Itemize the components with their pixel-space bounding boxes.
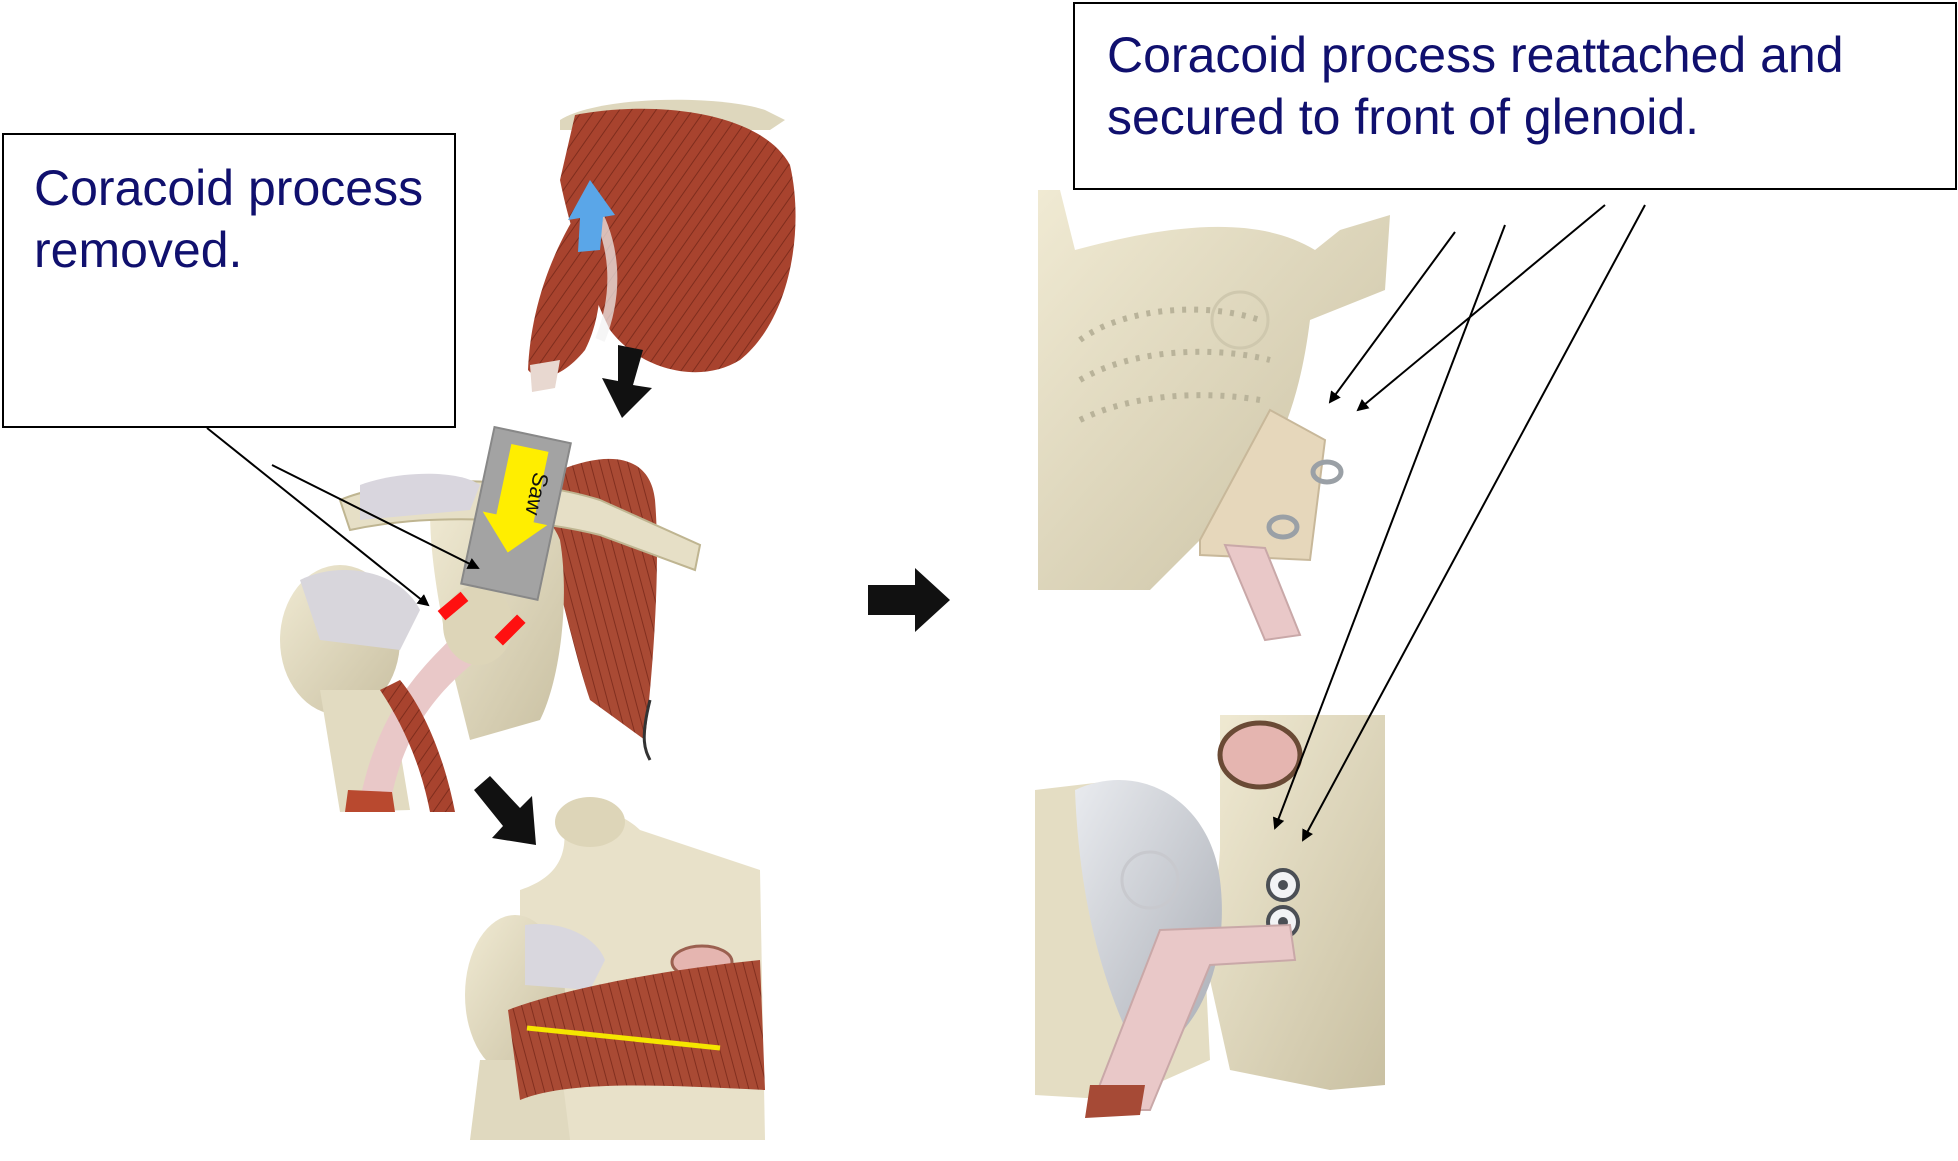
- pointer-arrow-icon: [1272, 224, 1506, 830]
- callout-coracoid-removed: Coracoid process removed.: [2, 133, 456, 428]
- cut-mark: [437, 591, 469, 621]
- pointer-arrow-icon: [1328, 231, 1456, 404]
- pointer-arrow-icon: [1356, 204, 1606, 412]
- panel-osteotomy-view: Saw: [280, 425, 702, 812]
- pointer-arrow-icon: [1302, 204, 1646, 842]
- screw-icon: [1310, 459, 1344, 485]
- pointer-arrow-icon: [271, 464, 480, 569]
- coracoid-process: [443, 585, 513, 665]
- scapula-bone: [1038, 190, 1390, 590]
- incision-line: [526, 1025, 721, 1051]
- callout-text: Coracoid process removed.: [34, 160, 424, 278]
- deltoid-muscle: [560, 108, 796, 373]
- process-arrow-icon: [474, 776, 536, 845]
- process-arrow-icon: [868, 568, 950, 632]
- conjoined-tendon: [1223, 543, 1302, 642]
- panel-reattached-anterior: [1038, 190, 1390, 642]
- process-arrow-icon: [602, 345, 652, 418]
- saw-instrument: Saw: [460, 425, 572, 601]
- cut-mark: [494, 614, 526, 646]
- screw-icon: [1266, 514, 1300, 540]
- callout-pointers-left: [206, 427, 480, 607]
- panel-subscapularis-view: [465, 797, 765, 1140]
- callout-pointers-right: [1272, 204, 1646, 842]
- pointer-arrow-icon: [206, 427, 430, 607]
- panel-deltoid-view: [528, 99, 796, 392]
- callout-coracoid-reattached: Coracoid process reattached and secured …: [1073, 2, 1957, 190]
- screw-icon: [1266, 868, 1300, 902]
- biceps-tendon: [360, 620, 490, 805]
- callout-text: Coracoid process reattached and secured …: [1107, 27, 1844, 145]
- subscapularis-muscle: [508, 960, 765, 1100]
- guide-arrow-icon: [568, 180, 615, 252]
- saw-direction-arrow-icon: [482, 443, 549, 553]
- glenoid-bone: [1210, 715, 1385, 1090]
- panel-reattached-lateral: [1035, 715, 1385, 1118]
